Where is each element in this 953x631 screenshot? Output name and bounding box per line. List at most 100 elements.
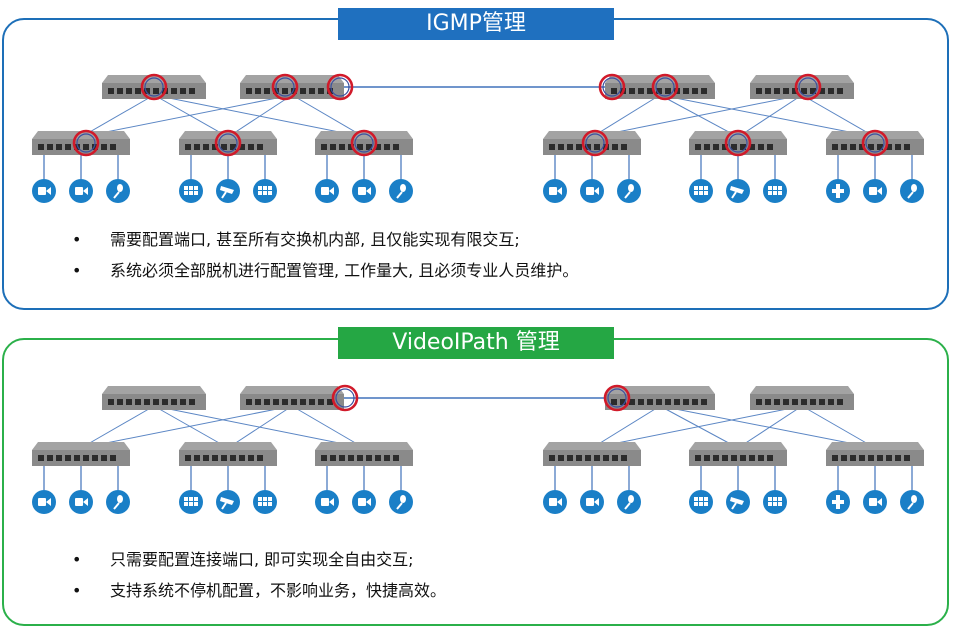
camera-body — [358, 187, 366, 195]
switch-port — [309, 399, 315, 405]
switch-port — [327, 399, 333, 405]
switch-port — [576, 144, 582, 150]
switch-port — [722, 144, 728, 150]
switch-port — [375, 144, 381, 150]
switch-port — [704, 144, 710, 150]
switch-port — [300, 399, 306, 405]
multiviewer-icon — [253, 490, 277, 514]
switch-port — [74, 455, 80, 461]
switch-top — [240, 75, 344, 83]
switch-port — [767, 455, 773, 461]
switch-port — [713, 455, 719, 461]
multiviewer-tile — [778, 497, 782, 501]
multiviewer-tile — [263, 502, 267, 506]
camera-lens — [366, 498, 371, 506]
switch-port — [189, 399, 195, 405]
uplink-line — [153, 405, 365, 449]
device-badge — [617, 490, 641, 514]
uplink-line — [227, 94, 293, 138]
switch-port — [612, 455, 618, 461]
mic-head — [117, 184, 123, 192]
switch-port — [291, 88, 297, 94]
switch-port — [300, 88, 306, 94]
switch-port — [203, 455, 209, 461]
switch-port — [774, 399, 780, 405]
config-ring-inner — [798, 77, 818, 97]
switch-port — [868, 455, 874, 461]
switch-top — [102, 386, 206, 394]
switch-port — [895, 144, 901, 150]
switch-port — [740, 455, 746, 461]
switch-port — [221, 144, 227, 150]
igmp-bullet-list: •需要配置端口, 甚至所有交换机内部, 且仅能实现有限交互; •系统必须全部脱机… — [70, 224, 578, 286]
config-ring-inner — [585, 133, 605, 153]
multiviewer-tile — [773, 186, 777, 190]
microphone-icon — [389, 490, 413, 514]
uplink-line — [591, 94, 661, 138]
microphone-icon — [617, 179, 641, 203]
switch-port — [783, 399, 789, 405]
device-badge — [900, 179, 924, 203]
switch-port — [767, 144, 773, 150]
access-switch — [315, 442, 413, 466]
switch-port — [611, 399, 617, 405]
multiviewer-tile — [189, 502, 193, 506]
uplink-line — [80, 94, 293, 138]
multiviewer-tile — [184, 502, 188, 506]
access-switch — [826, 442, 924, 466]
switch-port — [841, 455, 847, 461]
switch-port — [47, 455, 53, 461]
switch-port — [701, 399, 707, 405]
camera-body — [586, 187, 594, 195]
config-ring-inner — [602, 77, 622, 97]
mic-handle — [113, 502, 120, 510]
switch-port — [135, 88, 141, 94]
switch-port — [683, 399, 689, 405]
switch-top — [315, 442, 413, 450]
uplink-line — [153, 94, 229, 138]
multiviewer-tile — [258, 191, 262, 195]
camera-lens — [46, 498, 51, 506]
igmp-panel — [2, 18, 949, 310]
camera-lens — [329, 187, 334, 195]
switch-port — [801, 399, 807, 405]
camera-lens — [557, 187, 562, 195]
switch-port — [239, 455, 245, 461]
access-switch — [32, 442, 130, 466]
uplink-line — [659, 405, 876, 449]
switch-port — [74, 144, 80, 150]
camera-icon — [863, 179, 887, 203]
camera-icon — [315, 490, 339, 514]
medical-icon — [826, 179, 850, 203]
camera-lens — [329, 498, 334, 506]
camera-body — [549, 498, 557, 506]
uplink-line — [591, 405, 803, 449]
camera-icon — [352, 490, 376, 514]
switch-top — [689, 131, 787, 139]
switch-port — [384, 455, 390, 461]
switch-port — [850, 455, 856, 461]
switch-port — [282, 399, 288, 405]
config-ring-inner — [275, 77, 295, 97]
videoipath-title: VideoIPath 管理 — [338, 327, 614, 359]
switch-port — [83, 144, 89, 150]
switch-port — [612, 144, 618, 150]
switch-port — [758, 455, 764, 461]
multiviewer-icon — [179, 179, 203, 203]
switch-top — [179, 442, 277, 450]
multiviewer-tile — [773, 497, 777, 501]
switch-port — [837, 88, 843, 94]
config-ring — [724, 129, 752, 157]
multiviewer-icon — [253, 179, 277, 203]
multiviewer-tile — [263, 191, 267, 195]
uplink-line — [153, 405, 229, 449]
core-switch — [750, 386, 854, 410]
switch-port — [886, 455, 892, 461]
switch-port — [366, 144, 372, 150]
access-switch — [689, 442, 787, 466]
switch-port — [638, 399, 644, 405]
switch-port — [264, 88, 270, 94]
uplink-line — [227, 405, 293, 449]
multiviewer-tile — [704, 502, 708, 506]
multiviewer-tile — [184, 186, 188, 190]
